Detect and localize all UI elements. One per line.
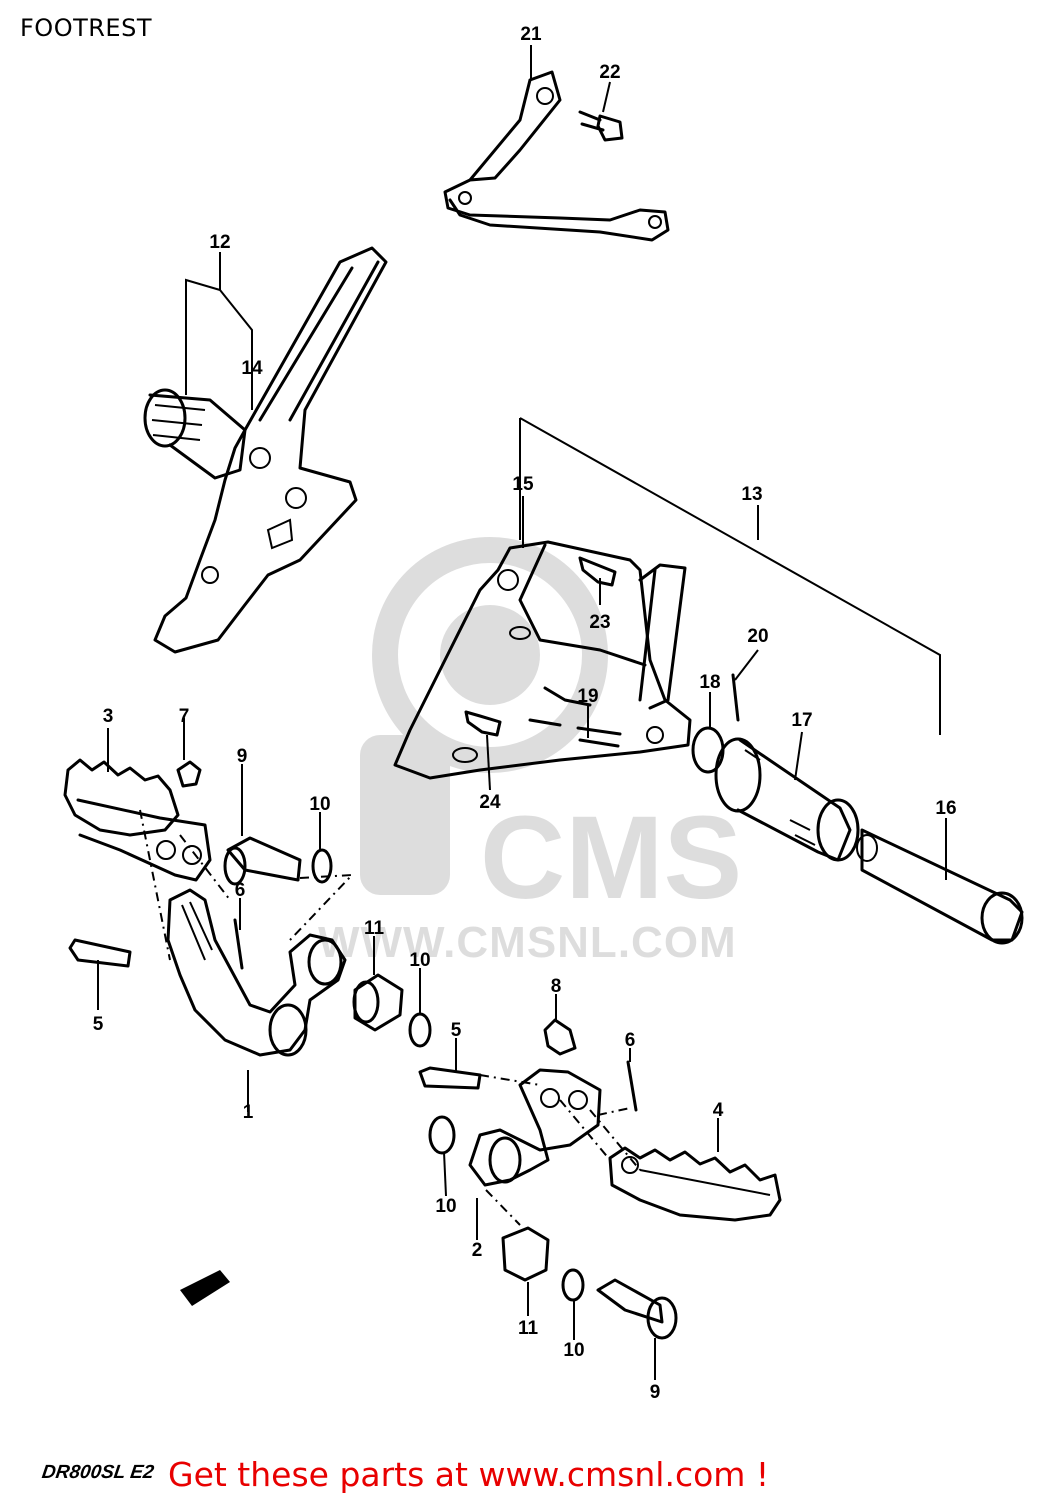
callout-7: 7 xyxy=(179,706,190,727)
model-code: DR800SL E2 xyxy=(40,1462,156,1483)
callout-10b: 10 xyxy=(409,950,430,971)
small-clip-drawing xyxy=(180,1270,230,1306)
left-footpeg-drawing xyxy=(63,758,333,968)
callout-10c: 10 xyxy=(435,1196,456,1217)
callout-17: 17 xyxy=(791,710,812,731)
watermark-url: WWW.CMSNL.COM xyxy=(318,918,737,967)
callout-9b: 9 xyxy=(650,1382,661,1403)
callout-12: 12 xyxy=(209,232,230,253)
callout-16: 16 xyxy=(935,798,956,819)
bracket-12-drawing xyxy=(143,246,388,654)
callout-5a: 5 xyxy=(93,1014,104,1035)
callout-24: 24 xyxy=(479,792,501,813)
callout-19: 19 xyxy=(577,686,598,707)
bracket-15-drawing xyxy=(393,540,692,780)
watermark-logo xyxy=(340,535,770,985)
callout-numbers: 1 2 3 4 5 5 6 6 7 8 9 9 10 10 10 10 11 1… xyxy=(93,24,957,1403)
page-title: FOOTREST xyxy=(20,14,152,42)
callout-13: 13 xyxy=(741,484,762,505)
callout-2: 2 xyxy=(472,1240,483,1261)
callout-20: 20 xyxy=(747,626,768,647)
callout-1: 1 xyxy=(243,1102,254,1123)
bracket-21-drawing xyxy=(443,70,670,242)
callout-6b: 6 xyxy=(625,1030,636,1051)
callout-23: 23 xyxy=(589,612,610,633)
callout-8: 8 xyxy=(551,976,562,997)
callout-15: 15 xyxy=(512,474,534,495)
callout-14: 14 xyxy=(241,358,263,379)
callout-18: 18 xyxy=(699,672,720,693)
callout-6a: 6 xyxy=(235,880,246,901)
footpeg-pivot-drawing xyxy=(691,673,1024,945)
callout-11b: 11 xyxy=(518,1318,539,1339)
right-footpeg-drawing xyxy=(418,1018,782,1340)
watermark-brand: CMS xyxy=(480,792,743,924)
callout-22: 22 xyxy=(599,62,620,83)
callout-4: 4 xyxy=(713,1100,724,1121)
callout-3: 3 xyxy=(103,706,114,727)
left-pivot-bracket-drawing xyxy=(166,888,432,1057)
leader-lines xyxy=(97,45,947,1380)
callout-5b: 5 xyxy=(451,1020,462,1041)
callout-9a: 9 xyxy=(237,746,248,767)
cmsnl-parts-link[interactable]: Get these parts at www.cmsnl.com ! xyxy=(168,1455,770,1494)
callout-21: 21 xyxy=(520,24,542,45)
callout-10a: 10 xyxy=(309,794,330,815)
callout-10d: 10 xyxy=(563,1340,584,1361)
callout-11a: 11 xyxy=(364,918,385,939)
